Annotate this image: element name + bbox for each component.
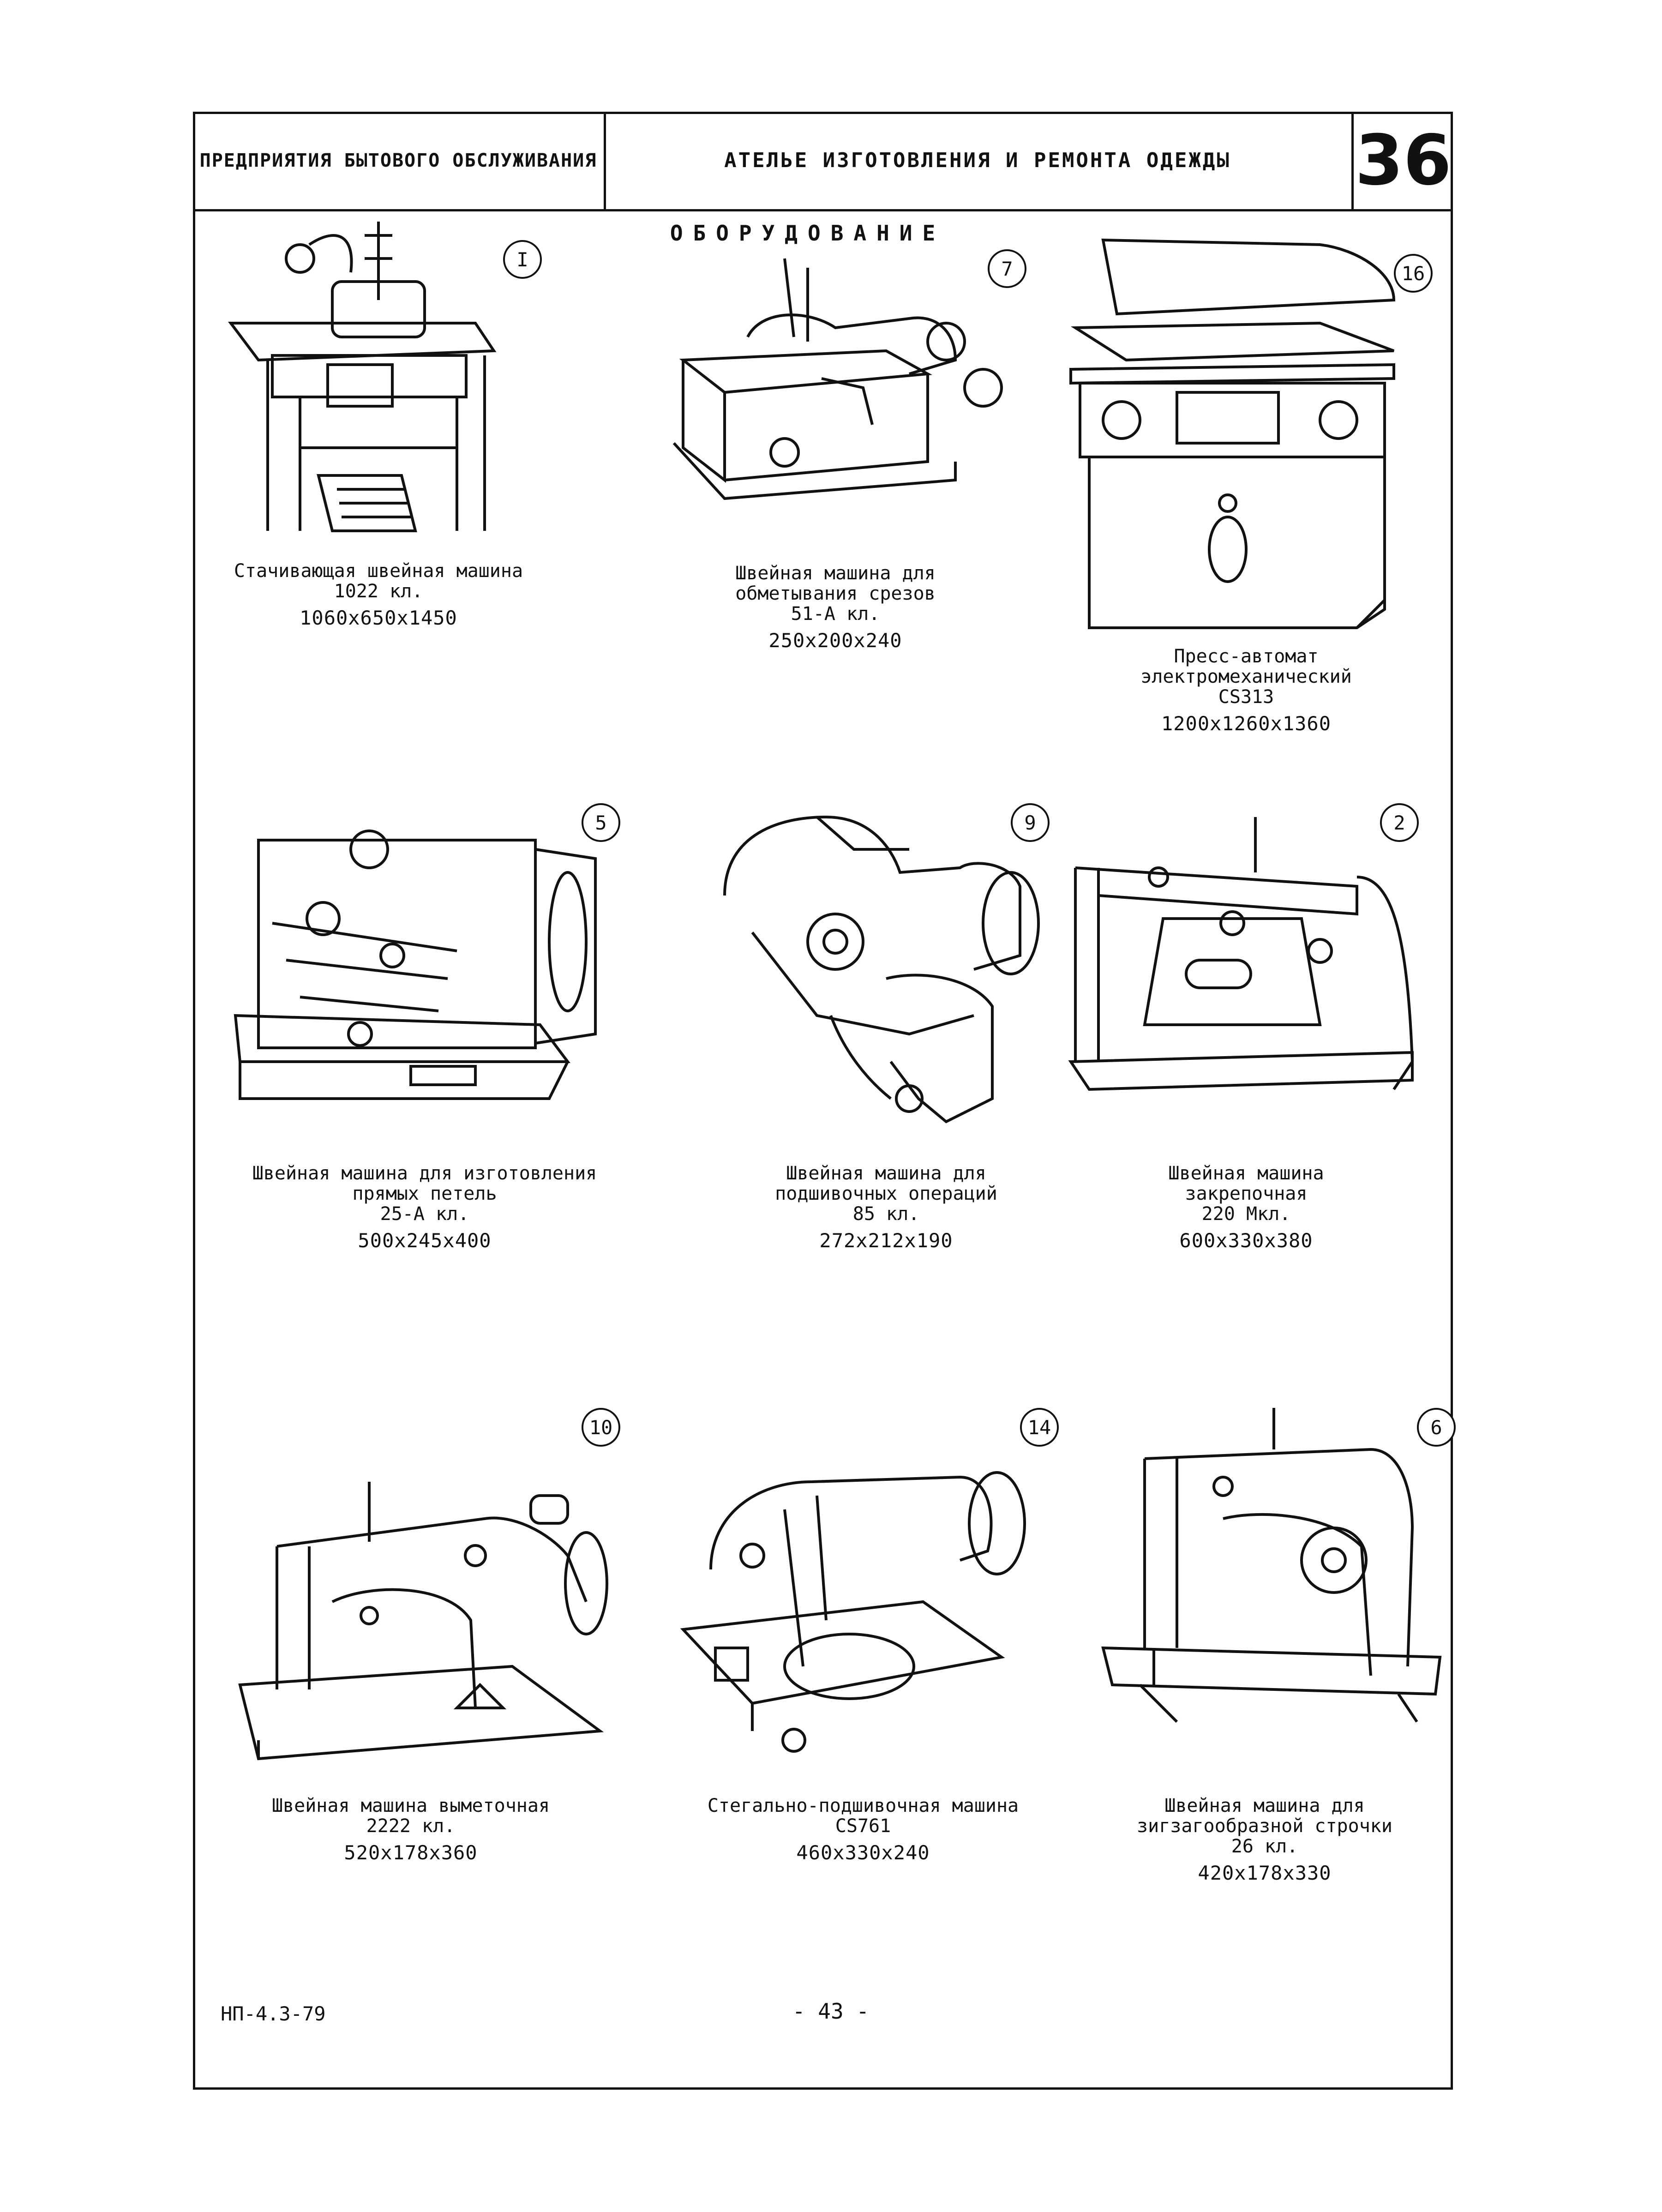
item-number-badge: 14 <box>1020 1408 1059 1447</box>
equipment-item-3: 16 Пресс-автомат электромеханический CS3… <box>1062 231 1433 762</box>
item-name: Пресс-автомат электромеханический CS313 <box>1140 646 1352 708</box>
quilting-machine-icon <box>680 1471 1026 1753</box>
item-name: Швейная машина для обметывания срезов 51… <box>735 563 936 625</box>
bartack-machine-icon <box>1068 817 1414 1091</box>
item-caption: Швейная машина для подшивочных операций … <box>725 1163 1048 1251</box>
item-number-badge: I <box>503 240 542 279</box>
sewing-table-icon <box>228 222 497 532</box>
item-dimensions: 420x178x330 <box>1198 1862 1332 1884</box>
equipment-item-9: 6 Швейная машина для зигзагообразной стр… <box>1085 1408 1456 1916</box>
item-number-badge: 5 <box>582 803 620 842</box>
item-name: Швейная машина для изготовления прямых п… <box>252 1163 597 1225</box>
item-number-badge: 16 <box>1394 254 1433 293</box>
blindstitch-machine-icon <box>723 815 1040 1124</box>
item-dimensions: 1060x650x1450 <box>300 607 457 629</box>
item-dimensions: 500x245x400 <box>358 1229 492 1252</box>
section-title: ОБОРУДОВАНИЕ <box>670 221 946 246</box>
item-dimensions: 520x178x360 <box>344 1841 478 1864</box>
item-caption: Швейная машина для изготовления прямых п… <box>217 1163 632 1251</box>
page-frame <box>193 112 1453 2090</box>
sheet-number: 36 <box>1355 120 1452 201</box>
item-number-badge: 7 <box>988 249 1026 288</box>
item-name: Стачивающая швейная машина 1022 кл. <box>234 560 523 602</box>
header-organization: ПРЕДПРИЯТИЯ БЫТОВОГО ОБСЛУЖИВАНИЯ <box>193 112 606 209</box>
item-number-badge: 9 <box>1011 803 1050 842</box>
item-dimensions: 600x330x380 <box>1179 1229 1313 1252</box>
item-number-badge: 6 <box>1417 1408 1456 1447</box>
item-dimensions: 272x212x190 <box>819 1229 953 1252</box>
item-dimensions: 250x200x240 <box>768 629 902 652</box>
document-code: НП-4.3-79 <box>221 2002 326 2025</box>
buttonhole-machine-icon <box>234 830 597 1100</box>
item-name: Швейная машина закрепочная 220 Мкл. <box>1168 1163 1324 1225</box>
item-caption: Швейная машина закрепочная 220 Мкл. 600x… <box>1108 1163 1385 1251</box>
item-caption: Швейная машина для зигзагообразной строч… <box>1103 1796 1426 1883</box>
item-caption: Стегально-подшивочная машина CS761 460x3… <box>665 1796 1062 1863</box>
equipment-item-7: 10 Швейная машина выметочная 2222 кл. 52… <box>217 1408 632 1916</box>
item-caption: Швейная машина выметочная 2222 кл. 520x1… <box>217 1796 605 1863</box>
item-dimensions: 1200x1260x1360 <box>1161 712 1331 735</box>
page-number: - 43 - <box>792 1999 870 2024</box>
title-block: ПРЕДПРИЯТИЯ БЫТОВОГО ОБСЛУЖИВАНИЯ АТЕЛЬЕ… <box>193 112 1453 211</box>
equipment-item-1: I Стачивающая швейная машина 1022 кл. 10… <box>217 217 542 679</box>
item-name: Стегально-подшивочная машина CS761 <box>707 1795 1019 1837</box>
item-number-badge: 10 <box>582 1408 620 1447</box>
equipment-item-2: 7 Швейная машина для обметывания срезов … <box>669 240 1038 683</box>
header-subject: АТЕЛЬЕ ИЗГОТОВЛЕНИЯ И РЕМОНТА ОДЕЖДЫ <box>604 112 1354 209</box>
overlock-machine-icon <box>672 258 1003 500</box>
item-caption: Стачивающая швейная машина 1022 кл. 1060… <box>217 561 540 628</box>
press-machine-icon <box>1069 238 1396 629</box>
item-caption: Швейная машина для обметывания срезов 51… <box>669 563 1002 651</box>
equipment-item-5: 9 Швейная машина для подшивочных операци… <box>715 803 1085 1265</box>
basting-machine-icon <box>238 1482 608 1761</box>
item-name: Швейная машина выметочная 2222 кл. <box>271 1795 550 1837</box>
equipment-item-6: 2 Швейная машина закрепочная 220 Мкл. 60… <box>1062 803 1431 1265</box>
item-caption: Пресс-автомат электромеханический CS313 … <box>1108 646 1385 734</box>
item-number-badge: 2 <box>1380 803 1419 842</box>
item-dimensions: 460x330x240 <box>796 1841 930 1864</box>
equipment-item-8: 14 Стегально-подшивочная машина CS761 46… <box>665 1408 1080 1916</box>
equipment-item-4: 5 Швейная машина для изготовления прямых… <box>217 803 632 1265</box>
zigzag-machine-icon <box>1101 1408 1442 1723</box>
item-name: Швейная машина для зигзагообразной строч… <box>1137 1795 1392 1857</box>
item-name: Швейная машина для подшивочных операций … <box>775 1163 997 1225</box>
